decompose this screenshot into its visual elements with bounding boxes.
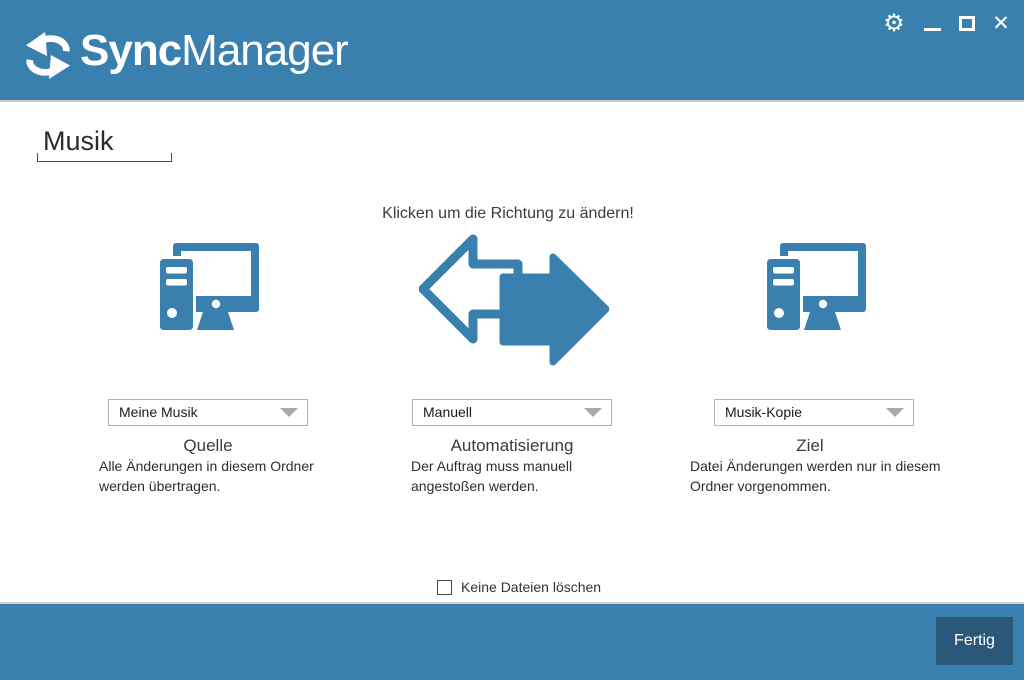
automation-dropdown[interactable]: Manuell xyxy=(412,399,612,426)
app-title-regular: Manager xyxy=(181,26,349,75)
automation-description: Der Auftrag muss manuell angestoßen werd… xyxy=(411,458,573,494)
target-label: Ziel xyxy=(796,436,824,455)
maximize-button[interactable] xyxy=(956,14,978,36)
settings-gear-icon[interactable]: ⚙ xyxy=(883,9,905,37)
minimize-icon xyxy=(924,28,941,31)
minimize-button[interactable] xyxy=(922,14,944,36)
job-name-input[interactable]: Musik xyxy=(37,126,172,162)
app-title: SyncManager xyxy=(80,26,349,76)
source-label: Quelle xyxy=(183,436,233,455)
chevron-down-icon xyxy=(584,408,602,417)
direction-hint-text: Klicken um die Richtung zu ändern! xyxy=(382,205,634,222)
title-bar: SyncManager ⚙ ✕ xyxy=(0,0,1024,102)
source-folder-dropdown[interactable]: Meine Musik xyxy=(108,399,308,426)
footer-bar: Fertig xyxy=(0,602,1024,680)
target-computer-icon xyxy=(764,243,866,333)
target-folder-value: Musik-Kopie xyxy=(725,404,803,420)
source-description: Alle Änderungen in diesem Ordner werden … xyxy=(99,458,314,494)
no-delete-option: Keine Dateien löschen xyxy=(437,579,601,595)
chevron-down-icon xyxy=(280,408,298,417)
app-title-bold: Sync xyxy=(80,26,182,75)
automation-value: Manuell xyxy=(423,404,473,420)
no-delete-checkbox[interactable] xyxy=(437,579,452,595)
source-computer-icon xyxy=(157,243,259,333)
no-delete-label[interactable]: Keine Dateien löschen xyxy=(461,579,602,595)
target-description: Datei Änderungen werden nur in diesem Or… xyxy=(690,458,941,494)
done-button[interactable]: Fertig xyxy=(936,617,1013,665)
maximize-icon xyxy=(959,16,975,31)
sync-logo-icon xyxy=(25,31,71,79)
direction-arrows-icon[interactable] xyxy=(419,232,609,369)
close-button[interactable]: ✕ xyxy=(992,11,1010,35)
source-folder-value: Meine Musik xyxy=(119,404,198,420)
target-folder-dropdown[interactable]: Musik-Kopie xyxy=(714,399,914,426)
chevron-down-icon xyxy=(886,408,904,417)
automation-label: Automatisierung xyxy=(450,436,574,455)
